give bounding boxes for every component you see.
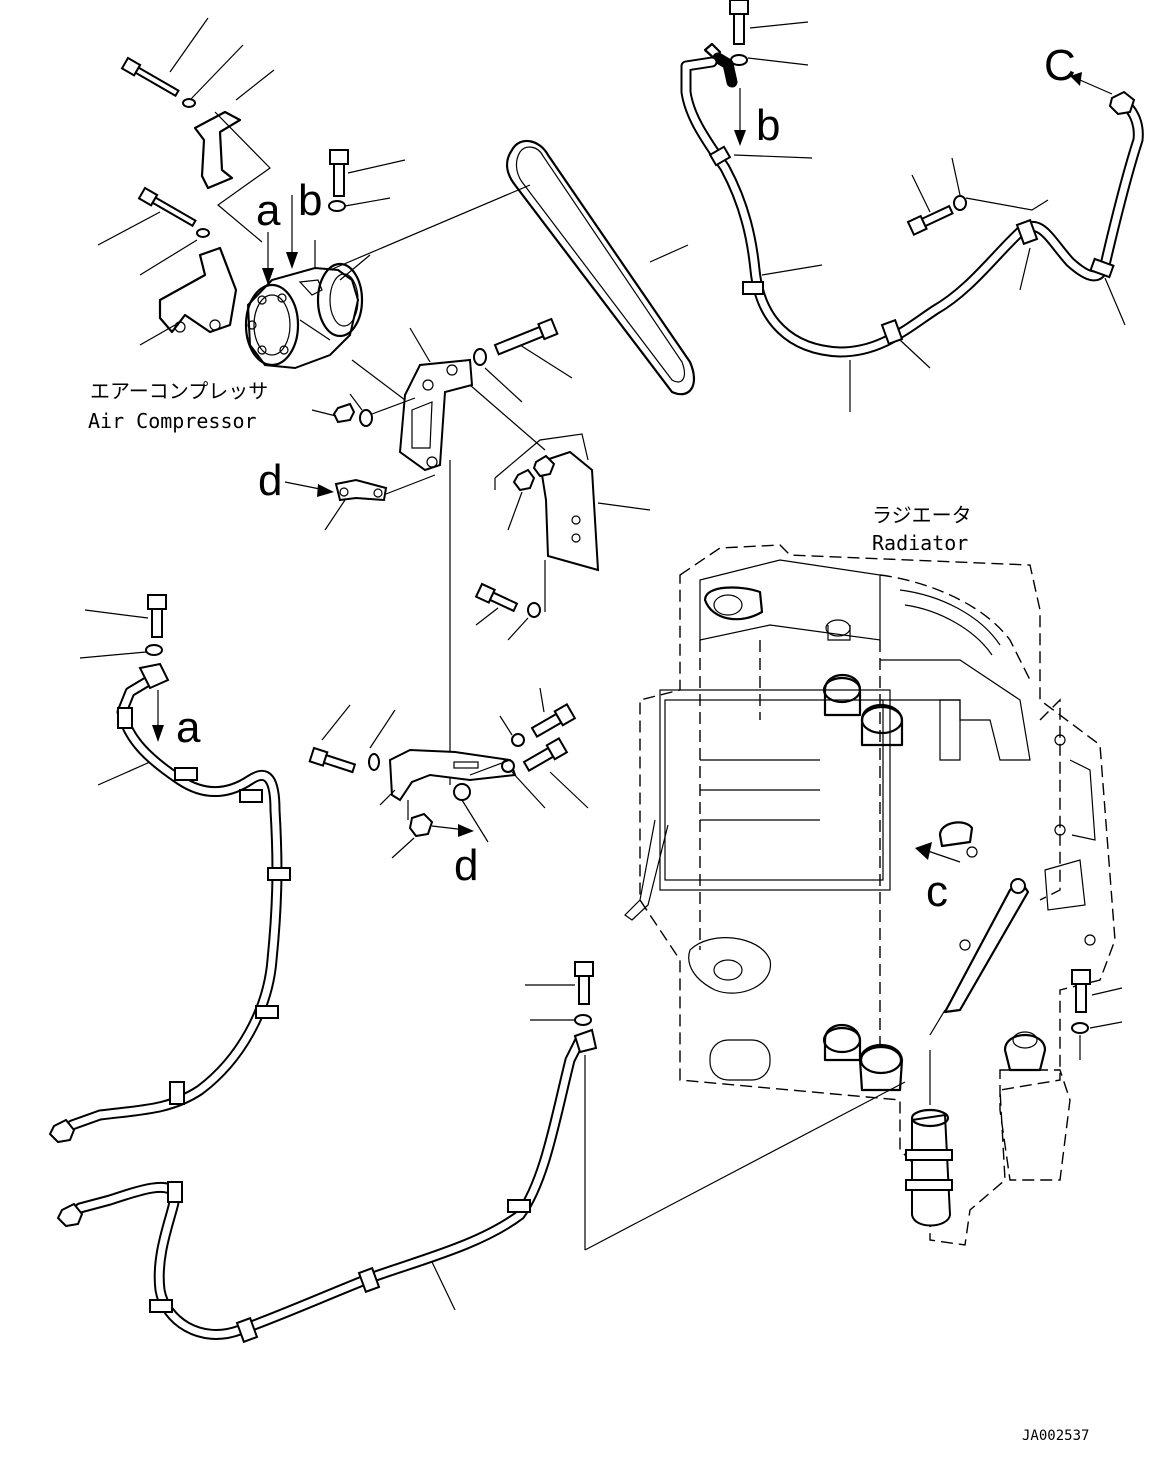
svg-text:b: b	[756, 101, 780, 150]
compressor-bracket	[158, 246, 238, 334]
washer-compressor	[328, 200, 346, 212]
callout-a-top: a	[256, 186, 281, 285]
hose-top-right	[680, 42, 1144, 358]
callout-c-radiator: c	[915, 842, 961, 916]
washer-lower-mid	[527, 602, 541, 618]
bolt-bottom-hose	[574, 961, 594, 1005]
callout-b-top: b	[286, 176, 322, 269]
svg-text:c: c	[926, 867, 948, 916]
radiator-label-ja: ラジエータ	[872, 503, 972, 527]
nut-adjuster	[408, 812, 434, 838]
washer-adjuster-r2	[501, 759, 515, 773]
callout-c-top: C	[1044, 41, 1113, 95]
washer-bracket-right	[473, 348, 487, 366]
adjuster-bracket	[388, 748, 517, 802]
drawing-code: JA002537	[1022, 1428, 1089, 1444]
washer-top-left	[182, 98, 196, 108]
bolt-lower-mid	[474, 582, 519, 613]
washer-adjuster-center	[453, 783, 471, 801]
bolt-top-left	[120, 56, 180, 98]
upper-bracket	[193, 110, 242, 190]
small-bracket	[334, 478, 388, 502]
bolt-hose-clamp	[906, 204, 954, 237]
washer-left-hose	[145, 644, 163, 656]
svg-text:b: b	[298, 176, 322, 225]
radiator-label-en: Radiator	[872, 531, 968, 555]
hose-left	[48, 662, 291, 1144]
drive-belt	[329, 139, 696, 396]
svg-text:a: a	[256, 186, 281, 235]
callout-a-left: a	[152, 690, 201, 752]
bolt-mid-left	[137, 186, 197, 228]
bolt-bracket-right	[493, 317, 559, 356]
nut-plate-b	[532, 454, 556, 478]
bolt-radiator-right	[1071, 969, 1091, 1013]
bolt-left-hose	[147, 594, 167, 638]
washer-hose-clamp	[953, 195, 967, 211]
svg-text:C: C	[1044, 41, 1076, 90]
bolt-adjuster-left	[308, 746, 357, 774]
washer-bottom-hose	[574, 1014, 592, 1026]
callout-d-left: d	[258, 456, 334, 505]
radiator-assembly	[624, 544, 1116, 1246]
mount-bracket	[398, 358, 474, 472]
compressor-label-en: Air Compressor	[88, 409, 257, 433]
plate-bracket	[512, 450, 600, 572]
svg-text:d: d	[454, 841, 478, 890]
washer-adjuster-left	[368, 753, 380, 771]
compressor-label-ja: エアーコンプレッサ	[90, 379, 268, 403]
washer-mid-left	[196, 228, 210, 238]
callout-d-bottom: d	[431, 824, 478, 890]
air-compressor	[244, 262, 364, 370]
nut-left	[332, 402, 356, 424]
bolt-top-right	[729, 0, 749, 45]
hose-bottom	[56, 1028, 598, 1344]
svg-text:a: a	[176, 703, 201, 752]
bolt-adjuster-r2	[522, 737, 569, 773]
bolt-adjuster-r1	[530, 703, 577, 739]
nut-plate-a	[512, 468, 536, 492]
washer-adjuster-r1	[511, 733, 525, 747]
svg-text:d: d	[258, 456, 282, 505]
washer-radiator-right	[1071, 1022, 1089, 1034]
callout-b-right: b	[734, 88, 780, 150]
bolt-compressor	[329, 149, 349, 197]
washer-left	[359, 409, 373, 427]
upper-bracket-group	[120, 17, 275, 243]
lower-bracket-group	[97, 186, 238, 346]
